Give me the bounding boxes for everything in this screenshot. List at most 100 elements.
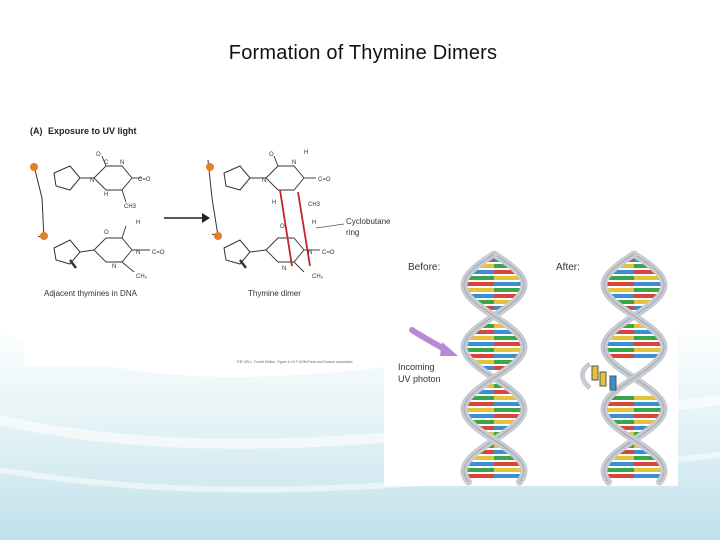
base-pair-left [476, 450, 494, 454]
base-pair-right [494, 300, 514, 304]
base-pair-left [472, 360, 494, 364]
backbone-outline [603, 253, 665, 483]
base-pair-left [474, 390, 494, 394]
base-pair-right [634, 294, 660, 298]
thymine-dimer-kink [580, 361, 617, 391]
base-pair-right [634, 330, 656, 334]
phosphate-bottom-right [214, 232, 222, 240]
base-pair-right [494, 294, 520, 298]
caption-thymine-dimer: Thymine dimer [248, 289, 301, 298]
left-thymine-upper-ring [93, 155, 142, 203]
svg-text:O: O [280, 224, 285, 230]
svg-text:(A) Exposure to UV light: (A) Exposure to UV light [30, 126, 137, 136]
dna-helix-before [460, 250, 528, 486]
base-pair-right [494, 366, 509, 370]
base-pair-right [494, 360, 516, 364]
base-pair-left [464, 402, 494, 406]
base-pair-right [494, 288, 524, 292]
base-pair-left [605, 462, 634, 466]
svg-text:C=O: C=O [138, 177, 151, 183]
base-pair-right [494, 450, 512, 454]
base-pair-right [494, 282, 524, 286]
dna-helix-diagram: Before: After: Incoming UV photon [398, 250, 668, 486]
base-pair-left [479, 324, 494, 328]
base-pair-right [634, 420, 658, 424]
base-pair-right [494, 390, 514, 394]
base-pair-left [619, 324, 634, 328]
label-after: After: [556, 262, 580, 273]
base-pair-left [464, 408, 494, 412]
backbone-outline [463, 253, 525, 483]
svg-text:C: C [104, 160, 109, 166]
base-pair-right [634, 300, 654, 304]
base-pair-left [464, 342, 494, 346]
base-pair-left [465, 414, 494, 418]
base-pair-left [470, 420, 494, 424]
base-pair-right [634, 414, 663, 418]
base-pair-right [634, 408, 664, 412]
label-incoming-line2: UV photon [398, 374, 441, 384]
base-pair-right [494, 474, 524, 478]
base-pair-left [468, 294, 494, 298]
base-pair-left [607, 354, 634, 358]
right-atom-labels: O H N N C=O H CH3 H O N C=O N CH₃ [262, 150, 335, 280]
svg-text:N: N [112, 264, 116, 270]
base-pair-right [494, 420, 518, 424]
svg-text:N: N [90, 178, 94, 184]
base-pair-right [494, 468, 524, 472]
panel-a-heading-prefix: (A) [30, 126, 43, 136]
base-pair-left [604, 348, 634, 352]
svg-text:N: N [136, 250, 140, 256]
base-pair-left [614, 300, 634, 304]
base-pair-right [634, 354, 661, 358]
base-pair-left [474, 300, 494, 304]
svg-text:O: O [96, 152, 101, 158]
phosphate-top-left [30, 163, 38, 171]
svg-text:O: O [269, 152, 274, 158]
base-pair-left [608, 396, 634, 400]
svg-text:N: N [120, 160, 124, 166]
base-pair-right [634, 426, 652, 430]
label-before: Before: [408, 262, 440, 273]
base-pair-left [607, 336, 634, 340]
base-pair-left [476, 426, 494, 430]
right-thymine-upper-ring [265, 155, 316, 191]
cyclobutane-label-line1: Cyclobutane [346, 217, 391, 226]
base-pair-right [494, 456, 518, 460]
svg-text:O: O [104, 230, 109, 236]
left-dna-backbone [33, 165, 95, 269]
base-pair-right [634, 456, 658, 460]
uv-photon-arrow [409, 327, 458, 356]
svg-text:CH3: CH3 [124, 204, 137, 210]
cyclobutane-ring-bonds [279, 189, 311, 267]
svg-text:H: H [104, 192, 108, 198]
base-pair-left [604, 342, 634, 346]
base-pair-right [634, 342, 664, 346]
base-pair-right [634, 264, 652, 268]
base-pair-left [470, 456, 494, 460]
svg-text:N: N [308, 250, 312, 256]
svg-text:H: H [136, 220, 140, 226]
backbone-outline [463, 253, 525, 483]
svg-text:C=O: C=O [152, 250, 165, 256]
svg-text:N: N [282, 266, 286, 272]
base-pair-left [604, 408, 634, 412]
base-pair-left [472, 330, 494, 334]
base-pair-right [494, 324, 509, 328]
base-pair-left [479, 366, 494, 370]
svg-text:H: H [272, 200, 276, 206]
left-atom-labels: O C N N C=O H CH3 H O N C=O N CH₃ [90, 152, 165, 280]
base-pair-right [634, 402, 664, 406]
base-pair-right [634, 462, 663, 466]
base-pair-left [604, 402, 634, 406]
base-pair-right [494, 402, 524, 406]
panel-a-heading: Exposure to UV light [48, 126, 137, 136]
base-pair-right [494, 330, 516, 334]
base-pair-left [464, 348, 494, 352]
svg-text:C=O: C=O [318, 177, 331, 183]
base-pair-left [464, 288, 494, 292]
base-pair-right [634, 288, 664, 292]
base-pair-right [634, 474, 664, 478]
base-pair-right [634, 324, 649, 328]
reaction-arrow [164, 213, 210, 223]
